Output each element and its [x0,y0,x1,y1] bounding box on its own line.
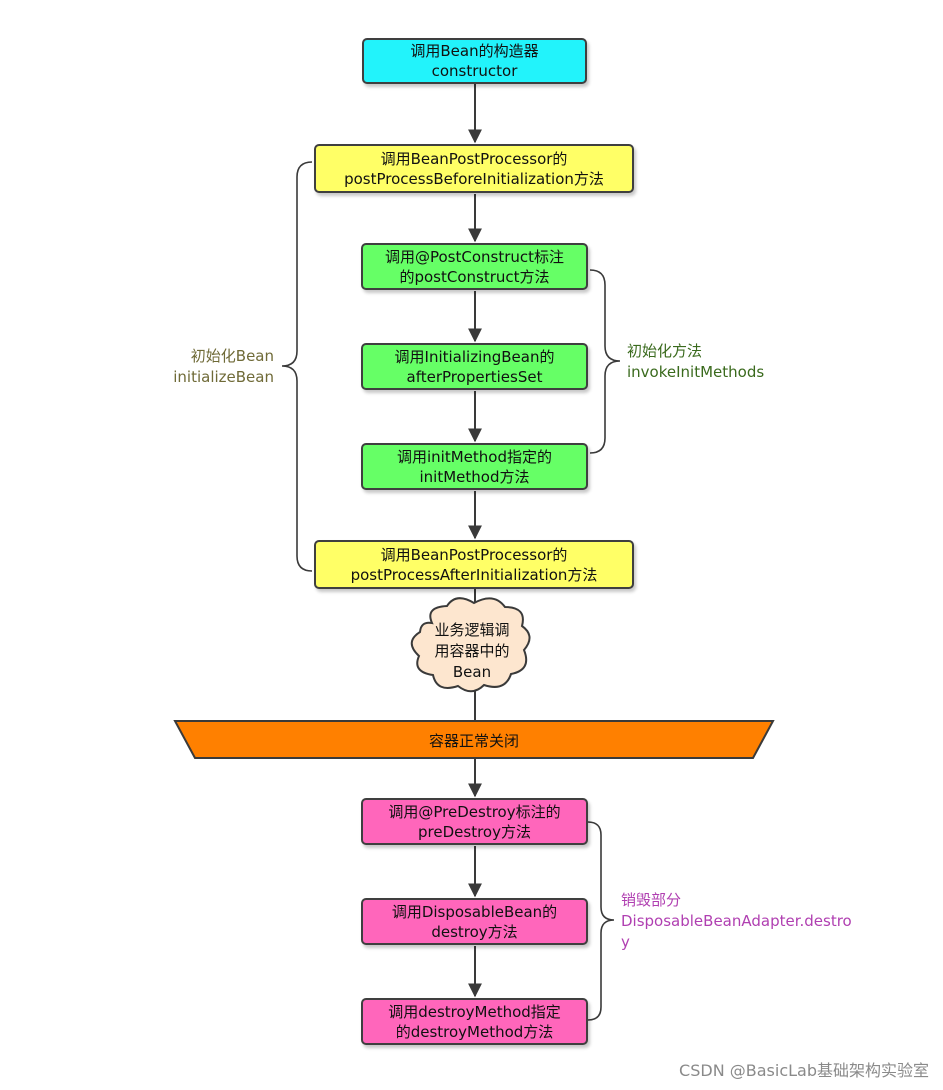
invoke-init-methods-brace [589,269,621,454]
before-init-line1: 调用BeanPostProcessor的 [380,149,568,168]
disposable-bean-line1: 调用DisposableBean的 [391,902,558,921]
container-close-label: 容器正常关闭 [428,731,519,750]
initialize-bean-line2: initializeBean [173,368,274,386]
constructor-box: 调用Bean的构造器 constructor [362,38,587,84]
destroy-method-box: 调用destroyMethod指定 的destroyMethod方法 [361,998,588,1045]
before-init-line2: postProcessBeforeInitialization方法 [344,169,604,188]
container-close-shape [173,720,775,759]
pre-destroy-box: 调用@PreDestroy标注的 preDestroy方法 [361,798,588,845]
invoke-init-methods-line1: 初始化方法 [627,342,703,360]
business-line3: Bean [452,663,492,681]
init-method-box: 调用initMethod指定的 initMethod方法 [361,443,588,490]
post-construct-line2: 的postConstruct方法 [399,267,550,286]
after-init-box: 调用BeanPostProcessor的 postProcessAfterIni… [314,540,634,589]
init-method-line1: 调用initMethod指定的 [397,447,552,466]
pre-destroy-line2: preDestroy方法 [418,822,531,841]
initializing-bean-box: 调用InitializingBean的 afterPropertiesSet [361,343,588,390]
initializing-bean-line2: afterPropertiesSet [406,367,543,386]
destroy-method-line2: 的destroyMethod方法 [395,1022,554,1041]
destroy-part-line3: y [621,933,630,951]
business-cloud-text: 业务逻辑调 用容器中的 Bean [415,620,529,683]
destroy-part-label: 销毁部分 DisposableBeanAdapter.destro y [621,890,852,953]
initialize-bean-brace [281,161,313,572]
post-construct-line1: 调用@PostConstruct标注 [384,247,565,266]
constructor-line1: 调用Bean的构造器 [410,42,539,60]
disposable-bean-box: 调用DisposableBean的 destroy方法 [361,898,588,945]
pre-destroy-line1: 调用@PreDestroy标注的 [388,802,561,821]
initializing-bean-line1: 调用InitializingBean的 [394,347,555,366]
business-line2: 用容器中的 [434,642,510,660]
business-cloud-shape [410,597,531,693]
post-construct-box: 调用@PostConstruct标注 的postConstruct方法 [361,243,588,290]
destroy-part-brace [587,821,615,1021]
destroy-method-line1: 调用destroyMethod指定 [388,1002,561,1021]
invoke-init-methods-label: 初始化方法 invokeInitMethods [627,341,764,383]
csdn-watermark: CSDN @BasicLab基础架构实验室 [679,1061,929,1080]
init-method-line2: initMethod方法 [419,467,530,486]
after-init-line1: 调用BeanPostProcessor的 [380,545,568,564]
initialize-bean-label: 初始化Bean initializeBean [150,346,274,388]
business-line1: 业务逻辑调 [434,621,510,639]
invoke-init-methods-line2: invokeInitMethods [627,363,765,381]
before-init-box: 调用BeanPostProcessor的 postProcessBeforeIn… [314,144,634,193]
after-init-line2: postProcessAfterInitialization方法 [350,565,598,584]
initialize-bean-line1: 初始化Bean [190,347,274,365]
constructor-line2: constructor [431,62,518,80]
destroy-part-line1: 销毁部分 [621,891,682,909]
disposable-bean-line2: destroy方法 [431,922,518,941]
destroy-part-line2: DisposableBeanAdapter.destro [621,912,852,930]
